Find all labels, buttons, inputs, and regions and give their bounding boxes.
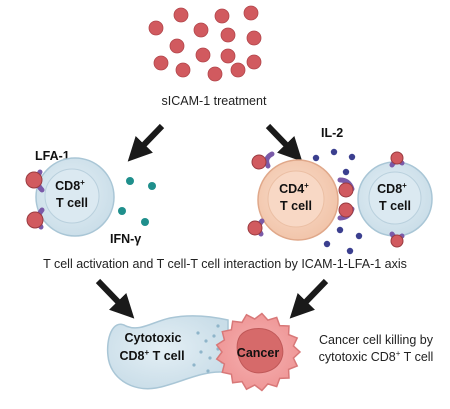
sicam1-molecule bbox=[193, 22, 209, 38]
right-cd8-t-cell bbox=[357, 161, 433, 237]
cd4-t-cell bbox=[257, 159, 339, 241]
cytotoxic-label: Cytotoxic bbox=[125, 331, 182, 345]
left-tcell-label: T cell bbox=[56, 196, 88, 210]
arrow-to-right-cells bbox=[265, 123, 303, 162]
sicam1-molecule bbox=[175, 62, 191, 78]
arrow-to-left-cell bbox=[127, 123, 165, 162]
sicam1-molecule bbox=[243, 5, 259, 21]
ifn-gamma-label: IFN-γ bbox=[110, 232, 141, 246]
cd4-label: CD4+ bbox=[279, 181, 309, 196]
granule bbox=[212, 334, 216, 338]
ifn-gamma-molecules bbox=[118, 177, 156, 226]
cancer-label: Cancer bbox=[237, 346, 280, 360]
sicam1-molecule bbox=[246, 30, 262, 46]
cd8-receptor-icon bbox=[389, 151, 405, 168]
sicam1-molecule bbox=[148, 20, 164, 36]
left-cd8-t-cell bbox=[35, 157, 115, 237]
cd4-receptor-icon bbox=[251, 151, 275, 170]
sicam1-molecule bbox=[214, 8, 230, 24]
right-tcell-label: T cell bbox=[379, 199, 411, 213]
cd4-tcell-label: T cell bbox=[280, 199, 312, 213]
granule bbox=[199, 350, 203, 354]
granule bbox=[196, 331, 200, 335]
left-cd8-label: CD8+ bbox=[55, 178, 85, 193]
granule bbox=[204, 339, 208, 343]
sicam1-molecule bbox=[246, 54, 262, 70]
cd8-receptor-icon bbox=[389, 231, 405, 248]
cytotoxic-cd8-t-cell bbox=[106, 315, 229, 390]
granule bbox=[206, 369, 210, 373]
cd4-receptor-icon bbox=[247, 218, 265, 237]
arrow-left-to-bottom bbox=[95, 278, 135, 319]
sicam1-molecule bbox=[173, 7, 189, 23]
sicam1-molecule bbox=[220, 48, 236, 64]
killing-caption-line1: Cancer cell killing by bbox=[319, 333, 434, 347]
granule bbox=[208, 356, 212, 360]
lfa1-receptor-icon bbox=[26, 207, 45, 230]
lfa1-label: LFA-1 bbox=[35, 149, 70, 163]
cancer-cell bbox=[215, 312, 302, 392]
right-cd8-label: CD8+ bbox=[377, 181, 407, 196]
il2-label: IL-2 bbox=[321, 126, 343, 140]
granule bbox=[192, 363, 196, 367]
granule bbox=[216, 324, 220, 328]
lfa1-receptor-icon bbox=[25, 169, 45, 193]
sicam1-molecule bbox=[153, 55, 169, 71]
interaction-caption: T cell activation and T cell-T cell inte… bbox=[43, 257, 407, 271]
sicam1-molecule bbox=[169, 38, 185, 54]
sicam1-treatment-label: sICAM-1 treatment bbox=[162, 94, 267, 108]
sicam1-molecules bbox=[148, 5, 262, 82]
sicam1-molecule bbox=[195, 47, 211, 63]
sicam1-molecule bbox=[230, 62, 246, 78]
icam1-lfa1-synapse bbox=[337, 177, 355, 221]
cytotoxic-granules bbox=[192, 324, 224, 373]
arrow-right-to-bottom bbox=[289, 278, 329, 319]
cytotoxic-cd8-label: CD8+ T cell bbox=[119, 348, 184, 363]
sicam1-molecule bbox=[220, 27, 236, 43]
sicam1-molecule bbox=[207, 66, 223, 82]
killing-caption-line2: cytotoxic CD8+ T cell bbox=[319, 349, 434, 364]
